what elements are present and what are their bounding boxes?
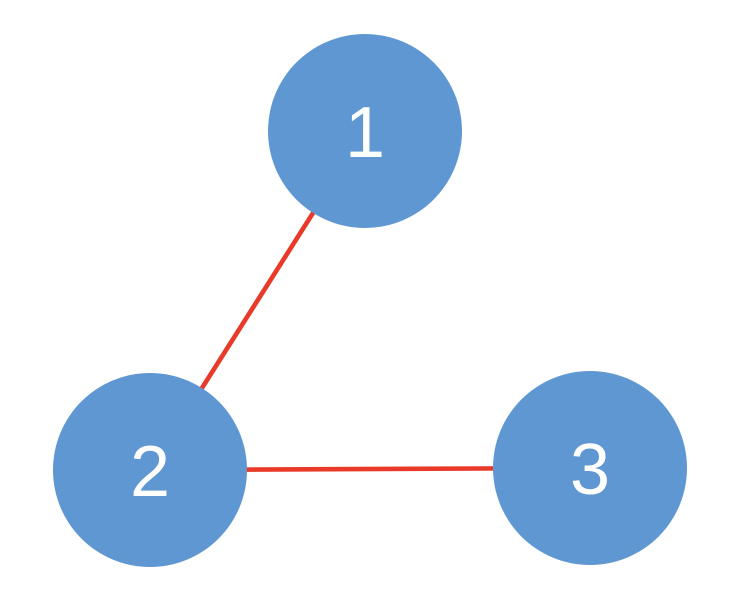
node-circle-2[interactable] <box>53 373 247 567</box>
node-circle-3[interactable] <box>493 371 687 565</box>
node-circle-1[interactable] <box>268 34 462 228</box>
node-label-3: 3 <box>570 430 610 510</box>
graph-node-1[interactable]: 1 <box>268 34 462 228</box>
node-label-2: 2 <box>130 432 170 512</box>
graph-node-3[interactable]: 3 <box>493 371 687 565</box>
node-label-1: 1 <box>345 93 385 173</box>
graph-node-2[interactable]: 2 <box>53 373 247 567</box>
